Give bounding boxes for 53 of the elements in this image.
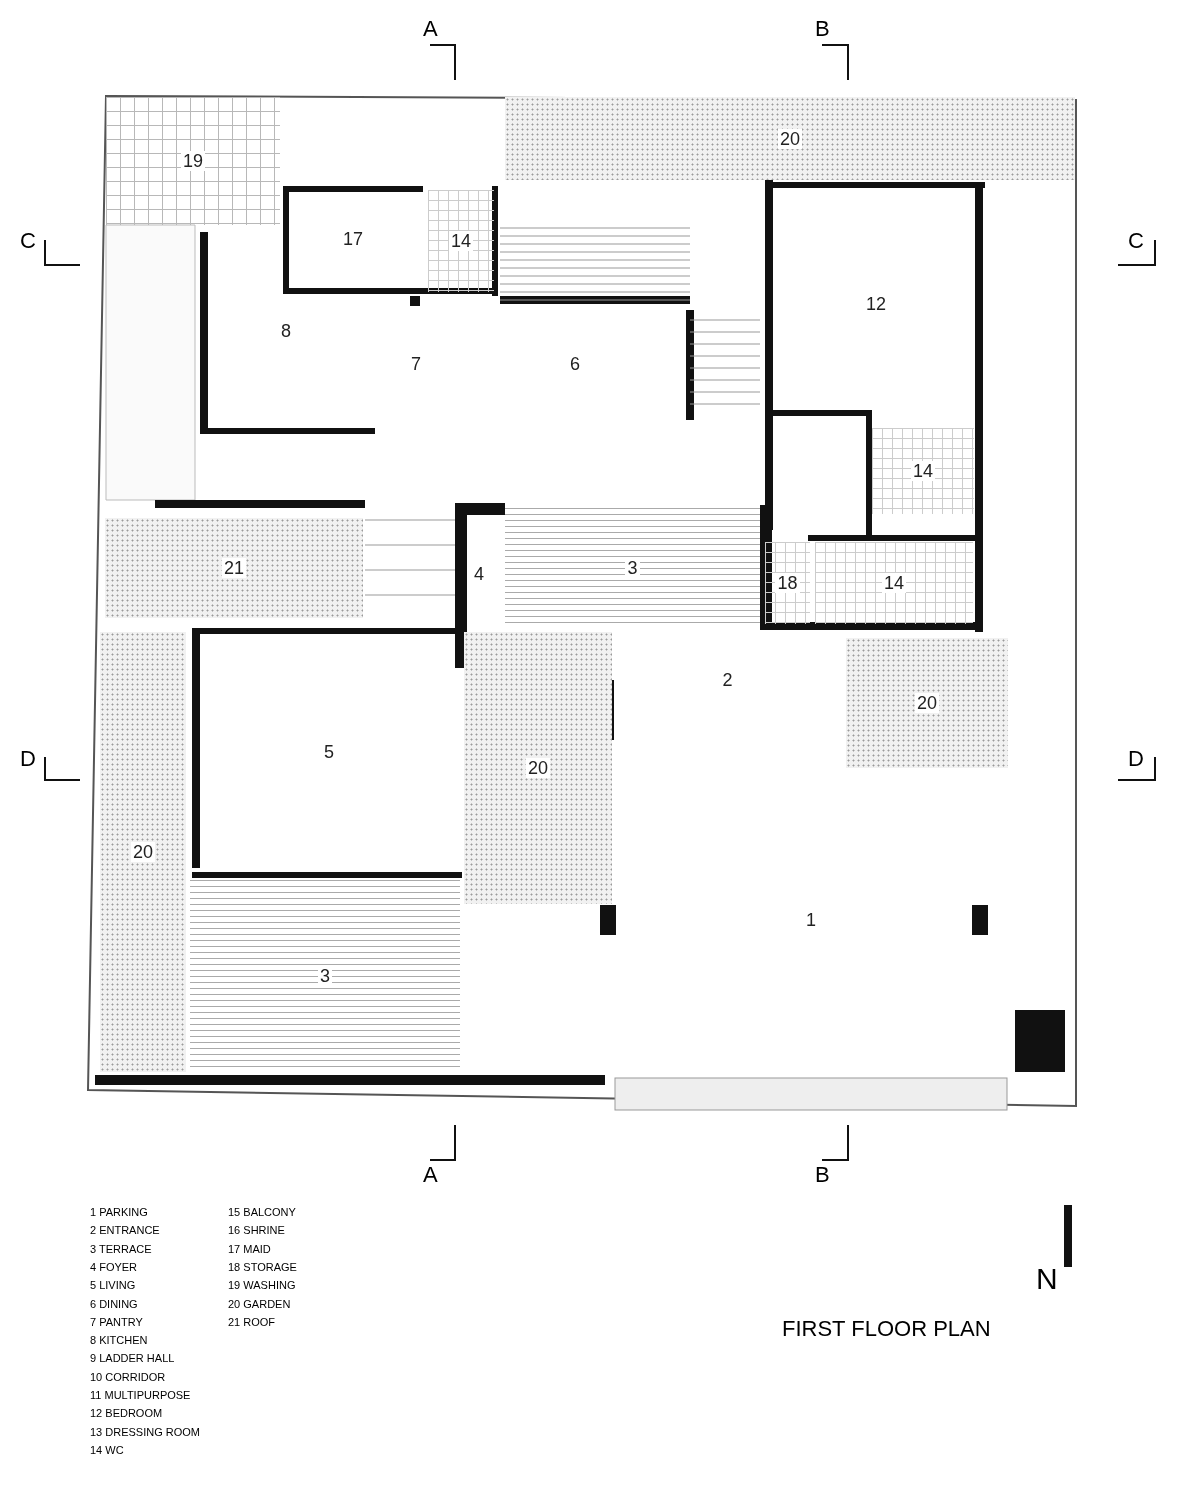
legend-entry: 9 LADDER HALL <box>90 1352 175 1365</box>
section-letter: A <box>423 1162 438 1188</box>
legend-entry: 18 STORAGE <box>228 1260 297 1273</box>
legend-entry: 10 CORRIDOR <box>90 1370 166 1383</box>
room-number: 20 <box>131 842 155 862</box>
legend-entry: 6 DINING <box>90 1297 138 1310</box>
section-letter: A <box>423 16 438 42</box>
room-number: 20 <box>526 758 550 778</box>
legend-entry: 20 GARDEN <box>228 1297 291 1310</box>
legend-entry: 17 MAID <box>228 1242 271 1255</box>
plan-title: FIRST FLOOR PLAN <box>782 1316 991 1342</box>
legend-entry: 1 PARKING <box>90 1206 148 1218</box>
legend-entry: 19 WASHING <box>228 1279 296 1292</box>
room-number: 14 <box>911 461 935 481</box>
room-number: 21 <box>222 558 246 578</box>
room-number: 18 <box>775 573 800 593</box>
section-letter: D <box>1128 746 1144 772</box>
wc-area <box>872 428 974 514</box>
garden-area <box>464 632 612 904</box>
section-letter: B <box>815 1162 830 1188</box>
legend-entry: 21 ROOF <box>228 1315 276 1328</box>
legend-entry: 5 LIVING <box>90 1279 136 1292</box>
garden-area <box>100 632 186 1072</box>
room-number: 19 <box>181 151 205 171</box>
room-number: 3 <box>318 966 332 986</box>
room-number: 20 <box>778 128 802 149</box>
section-letter: C <box>1128 228 1144 254</box>
room-number: 14 <box>882 573 906 593</box>
wc-area <box>815 542 973 624</box>
legend-entry: 7 PANTRY <box>90 1315 143 1328</box>
legend-entry: 13 DRESSING ROOM <box>90 1425 201 1438</box>
legend-entry: 14 WC <box>90 1443 124 1456</box>
garden-area <box>505 97 1075 180</box>
legend-entry: 8 KITCHEN <box>90 1334 148 1347</box>
wc-area <box>428 190 494 292</box>
section-letter: B <box>815 16 830 42</box>
legend-entry: 11 MULTIPURPOSE <box>90 1389 191 1401</box>
legend-entry: 15 BALCONY <box>228 1206 296 1218</box>
legend-entry: 3 TERRACE <box>90 1242 152 1255</box>
room-number: 14 <box>449 231 473 251</box>
legend-entry: 12 BEDROOM <box>90 1407 163 1420</box>
room-number: 20 <box>915 693 939 713</box>
legend-entry: 16 SHRINE <box>228 1224 285 1237</box>
legend-entry: 2 ENTRANCE <box>90 1224 160 1237</box>
north-label: N <box>1036 1262 1058 1296</box>
room-number: 3 <box>625 558 640 578</box>
section-letter: D <box>20 746 36 772</box>
garden-area <box>846 638 1008 768</box>
wc-area <box>765 542 810 624</box>
washing-area <box>106 97 280 225</box>
garden-area <box>105 518 363 618</box>
section-letter: C <box>20 228 36 254</box>
legend-entry: 4 FOYER <box>90 1260 138 1273</box>
